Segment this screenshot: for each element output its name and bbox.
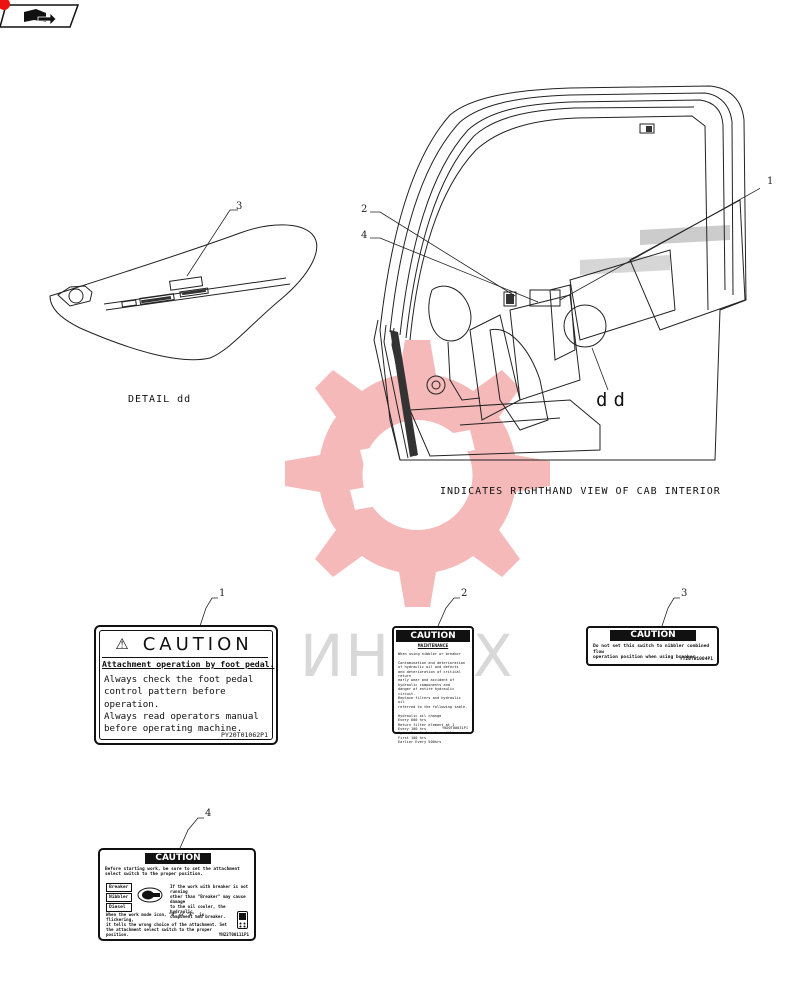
book-arrow-icon [24, 9, 57, 26]
caution-label-foot-pedal: ⚠ CAUTION Attachment operation by foot p… [94, 625, 278, 745]
interior-view-caption: INDICATES RIGHTHAND VIEW OF CAB INTERIOR [440, 486, 721, 497]
label2-line: Replace filters and hydraulic oil [398, 696, 461, 705]
label1-body: Always check the foot pedal control patt… [104, 674, 272, 735]
label3-part-code: YT20T01004P1 [679, 657, 713, 662]
callout-3-detail: 3 [236, 201, 243, 212]
callout-1-interior: 1 [767, 176, 774, 187]
callout-3-label: 3 [681, 588, 688, 599]
label2-part-code: YN20T00031P1 [442, 726, 468, 730]
label2-line: hydraulic components and [398, 682, 450, 687]
rotary-switch-icon [137, 887, 163, 903]
monitor-display-icon [237, 911, 248, 929]
warning-triangle-icon: ⚠ [115, 635, 133, 653]
label1-line: operation. [104, 698, 160, 710]
back-navigation-badge[interactable] [0, 0, 80, 30]
label1-line: control pattern before [104, 686, 226, 698]
caution-label-attachment-select: CAUTION Before starting work, be sure to… [98, 848, 256, 941]
label4-note-line: If the work with breaker is not running [170, 884, 249, 894]
label2-line: Earlier Every 500hrs [398, 740, 442, 745]
label4-note-line: component and breaker. [170, 914, 226, 919]
label4-note-line: it tells the wrong choice of the attachm… [106, 922, 228, 927]
label2-line: danger of entire hydraulic [398, 687, 455, 692]
label3-line: operation position when using breaker. [593, 655, 699, 661]
label2-line: First 100 hrs [398, 735, 427, 740]
label4-mode-list: Breaker Nibbler Diesel [106, 883, 132, 913]
callout-4-interior: 4 [361, 230, 368, 241]
label4-part-code: YN22T00111P1 [218, 932, 249, 937]
label2-line: Every 600 hrs [398, 718, 427, 723]
label4-note-line: to the oil cooler, the hydraulic [170, 904, 226, 914]
label2-line: referred to the following table. [398, 704, 468, 709]
label1-line: Always read operators manual [104, 710, 259, 722]
label1-line: before operating machine. [104, 723, 243, 735]
label1-part-code: PY20T01062P1 [221, 731, 268, 739]
label4-intro-line: Before starting work, be sure to set the… [105, 867, 240, 872]
label2-body: When using nibbler or breaker Contaminat… [398, 652, 469, 745]
detail-dd-drawing [49, 209, 318, 361]
callout-2-interior: 2 [361, 204, 368, 215]
caution-label-maintenance: CAUTION MAINTENANCE When using nibbler o… [392, 626, 474, 744]
cab-interior-drawing [370, 85, 760, 461]
detail-dd-reference: dd [596, 389, 631, 411]
label4-mode: Breaker [106, 883, 132, 892]
label4-mode: Diesel [106, 903, 132, 912]
label1-subtitle: Attachment operation by foot pedal. [102, 659, 275, 669]
label2-line: Hydraulic oil change [398, 713, 442, 718]
label2-line: Hydraulic tank return filter [398, 731, 459, 736]
detail-dd-caption: DETAIL dd [128, 394, 192, 405]
label2-line: When using nibbler or breaker [398, 652, 461, 656]
label2-line: early wear and accident of [398, 678, 455, 683]
label1-line: Always check the foot pedal [104, 674, 254, 685]
label3-body: Do not set this switch to nibbler combin… [593, 644, 713, 661]
label3-line: Do not set this switch to nibbler combin… [593, 644, 710, 655]
label2-title: CAUTION [410, 631, 456, 641]
callout-2-label: 2 [461, 588, 468, 599]
caution-label-nibbler: CAUTION Do not set this switch to nibble… [586, 626, 719, 666]
label1-title: CAUTION [142, 633, 253, 655]
label4-mode: Nibbler [106, 893, 132, 902]
label2-line: Return filter element at 1 [398, 722, 455, 727]
label4-note-line: other than "Breaker" may cause damage [170, 894, 246, 904]
label4-note-line: the attachment select switch to the prop… [106, 927, 212, 937]
label2-line: Contamination and deterioration [398, 660, 466, 665]
label4-note2: When the work mode icon, "B" or "A", is … [106, 912, 232, 937]
callout-4-label: 4 [205, 808, 212, 819]
callout-1-label: 1 [219, 588, 226, 599]
label4-note-line: When the work mode icon, "B" or "A", is … [106, 912, 205, 922]
label3-title: CAUTION [630, 630, 676, 640]
label2-line: of hydraulic oil and defects [398, 665, 459, 670]
label2-line: Every 100 hrs [398, 726, 427, 731]
label4-note1: If the work with breaker is not running … [170, 884, 249, 919]
label2-subtitle: MAINTENANCE [417, 644, 449, 649]
label2-line: and deterioration of critical return [398, 669, 461, 679]
label4-intro: Before starting work, be sure to set the… [105, 867, 249, 877]
label2-line: circuit. [398, 691, 416, 696]
label4-intro-line: select switch to the proper position. [105, 872, 203, 878]
label4-title: CAUTION [155, 853, 201, 863]
